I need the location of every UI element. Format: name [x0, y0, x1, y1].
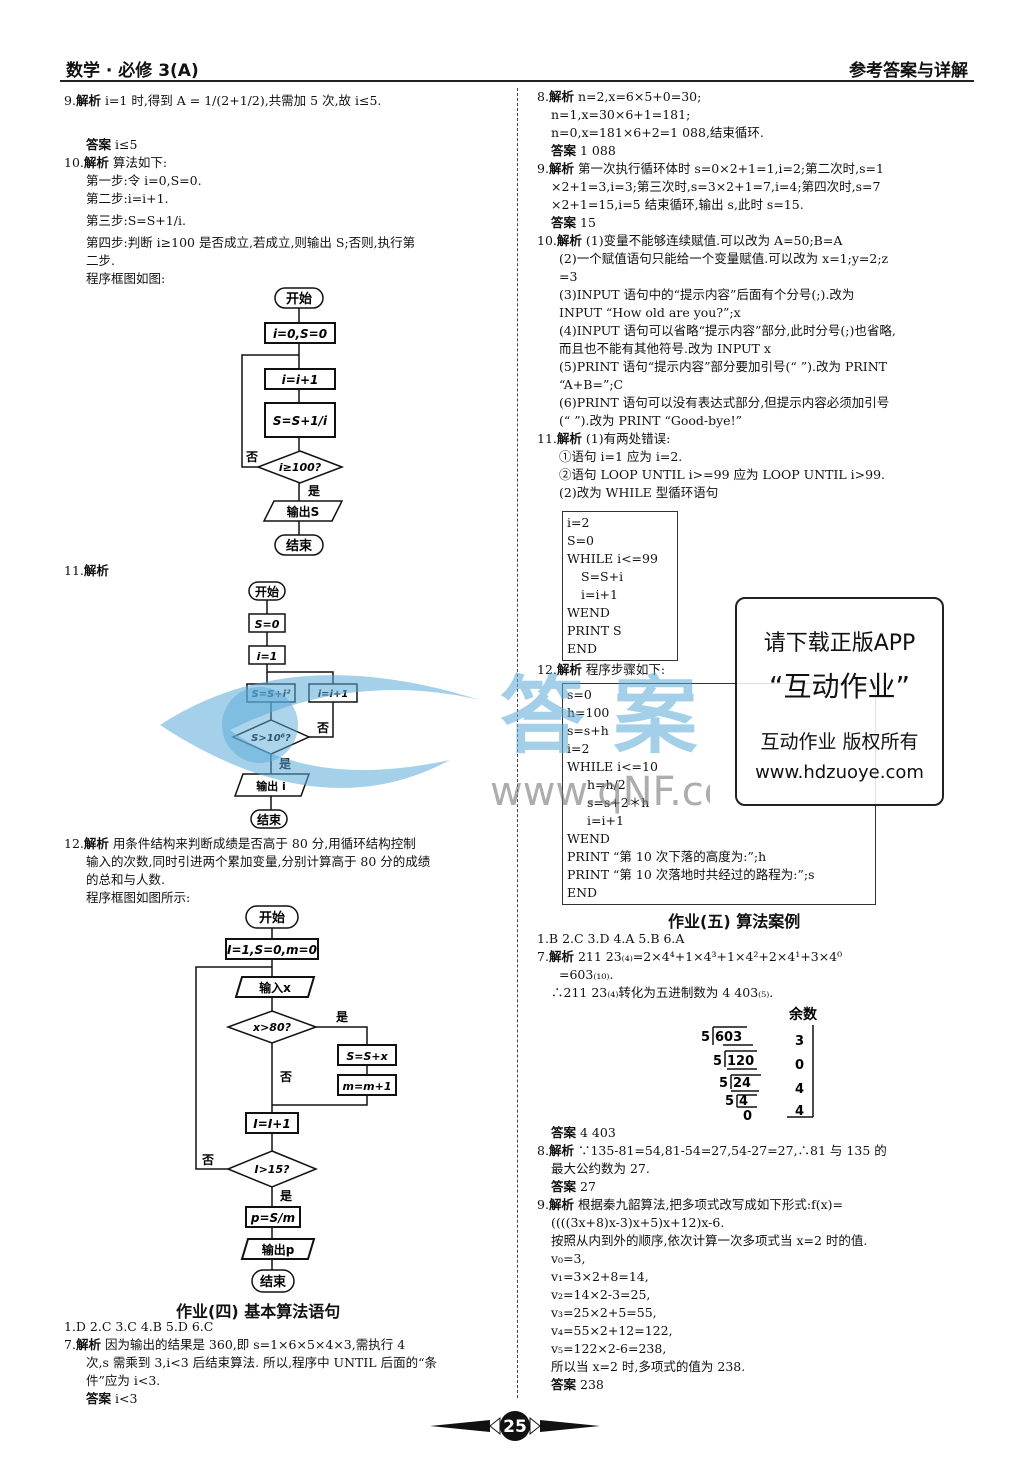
fc2-init: S=0 [255, 618, 280, 631]
fc3-inc: I=I+1 [253, 1117, 290, 1131]
page-number: 25 [503, 1417, 527, 1437]
q10-step: 第三步:S=S+1/i. [86, 213, 186, 228]
q10-step: 二步. [86, 253, 115, 268]
fc2-cond: S>10⁶? [251, 733, 291, 744]
dividend: 0 [743, 1109, 752, 1123]
q10-line: 10.解析 算法如下: [64, 155, 168, 170]
fc2-out: 输出 i [256, 779, 286, 793]
q12-left: 12.解析 用条件结构来判断成绩是否高于 80 分,用循环结构控制 输入的次数,… [64, 836, 431, 905]
fc2-inc: i=i+1 [318, 689, 349, 700]
fc1-inc: i=i+1 [282, 373, 319, 387]
remainder: 3 [795, 1034, 804, 1049]
fc2-yes: 是 [278, 757, 292, 771]
fc2-end: 结束 [257, 812, 282, 827]
watermark-line: “互动作业” [768, 670, 910, 703]
q11-left: 11.解析 [64, 563, 109, 578]
fc3-input: 输入x [259, 980, 291, 995]
fc3-calc: p=S/m [250, 1211, 295, 1225]
division-table: 余数 5 603 5 120 5 24 5 4 0 3 0 4 4 [701, 1006, 818, 1123]
watermark-line: www.hdzuoye.com [755, 762, 924, 783]
watermark-line: 互动作业 版权所有 [760, 731, 919, 753]
fc3-no1: 否 [279, 1070, 292, 1084]
section-5-title: 作业(五) 算法案例 [668, 912, 801, 931]
section-4-title: 作业(四) 基本算法语句 [176, 1302, 341, 1321]
header-title: 数学 · 必修 3(A) [66, 61, 199, 81]
q9-answer: 答案 i≤5 [86, 137, 138, 152]
remainder-header: 余数 [788, 1006, 818, 1023]
fc3-yes1: 是 [335, 1010, 349, 1024]
q9-line: 9.解析 i=1 时,得到 A = 1/(2+1/2),共需加 5 次,故 i≤… [64, 93, 382, 108]
remainder: 4 [795, 1082, 804, 1097]
section-5-choices: 1.B 2.C 3.D 4.A 5.B 6.A [537, 931, 685, 946]
fc1-cond: i≥100? [279, 461, 322, 474]
fc2-no: 否 [316, 721, 329, 735]
fc3-out: 输出p [262, 1242, 295, 1257]
flowchart-3: 开始 I=1,S=0,m=0 输入x x>80? 是 S=S+x m=m+1 否… [195, 905, 397, 1293]
divisor: 5 [701, 1030, 710, 1045]
flowchart-1: 开始 i=0,S=0 i=i+1 S=S+1/i i≥100? 否 是 输出S … [241, 287, 345, 556]
header-right-title: 参考答案与详解 [849, 61, 968, 81]
right-bottom: 答案 4 403 8.解析 ∵135-81=54,81-54=27,54-27=… [537, 1125, 887, 1392]
fc3-yes2: 是 [279, 1189, 293, 1203]
remainder: 4 [795, 1104, 804, 1119]
section-4-body: 1.D 2.C 3.C 4.B 5.D 6.C 7.解析 因为输出的结果是 36… [64, 1318, 509, 1408]
q12-right: 12.解析 程序步骤如下: [537, 662, 666, 677]
watermark-box: 请下载正版APP “互动作业” 互动作业 版权所有 www.hdzuoye.co… [735, 597, 944, 806]
fc3-init: I=1,S=0,m=0 [227, 943, 317, 957]
page-number-ornament: 25 [430, 1411, 600, 1441]
fc2-i1: i=1 [257, 650, 278, 663]
fc1-out: 输出S [287, 504, 320, 519]
fc3-s2: m=m+1 [342, 1080, 391, 1093]
divisor: 5 [719, 1076, 728, 1091]
fc1-sum: S=S+1/i [273, 414, 328, 428]
section-4-choices: 1.D 2.C 3.C 4.B 5.D 6.C [64, 1319, 214, 1334]
fc1-no: 否 [245, 450, 258, 464]
right-column: 8.解析 n=2,x=6×5+0=30; n=1,x=30×6+1=181; n… [537, 89, 896, 500]
fc2-sum: S=S+i² [252, 689, 292, 700]
fc3-cond1: x>80? [252, 1021, 292, 1034]
dividend: 120 [727, 1054, 754, 1069]
page-header: 数学 · 必修 3(A) 参考答案与详解 [60, 52, 974, 82]
fc3-start: 开始 [259, 910, 285, 926]
fc3-end: 结束 [260, 1274, 287, 1290]
fc1-init: i=0,S=0 [273, 327, 327, 341]
fc1-start: 开始 [286, 291, 312, 307]
q10-step: 第四步:判断 i≥100 是否成立,若成立,则输出 S;否则,执行第 [86, 235, 416, 250]
fc3-cond2: I>15? [255, 1163, 291, 1176]
fc1-end: 结束 [286, 538, 313, 554]
flowchart-2: 开始 S=0 i=1 S=S+i² i=i+1 S>10⁶? 否 是 输出 i … [231, 581, 358, 829]
dividend: 603 [715, 1030, 742, 1045]
watermark-line: 请下载正版APP [763, 631, 916, 656]
q10-note: 程序框图如图: [86, 271, 166, 286]
fc3-no2: 否 [201, 1153, 214, 1167]
fc2-start: 开始 [255, 584, 279, 599]
left-column: 9.解析 i=1 时,得到 A = 1/(2+1/2),共需加 5 次,故 i≤… [64, 92, 504, 288]
q10-step: 第二步:i=i+1. [86, 191, 169, 206]
remainder: 0 [795, 1058, 804, 1073]
fc1-yes: 是 [307, 484, 321, 498]
column-divider [517, 88, 518, 1398]
dividend: 24 [733, 1076, 751, 1091]
fc3-s1: S=S+x [346, 1050, 388, 1063]
q10-step: 第一步:令 i=0,S=0. [86, 173, 202, 188]
dividend: 4 [739, 1094, 748, 1109]
divisor: 5 [713, 1054, 722, 1069]
section-5-body: 1.B 2.C 3.D 4.A 5.B 6.A 7.解析 211 23₍₄₎=2… [537, 930, 987, 1002]
divisor: 5 [725, 1094, 734, 1109]
